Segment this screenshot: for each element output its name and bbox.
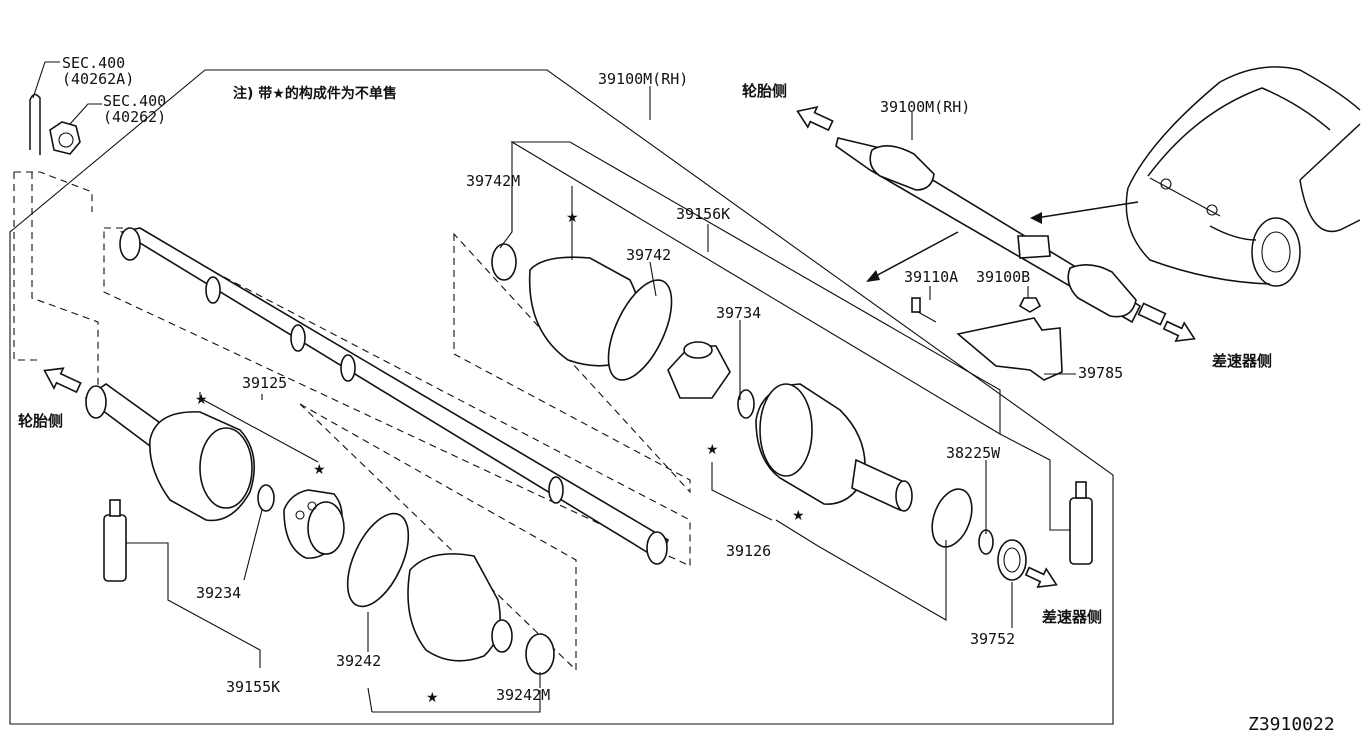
label-39100M-rh-vehicle[interactable]: 39100M(RH) [880, 98, 970, 116]
assembled-boot-outer-icon [869, 145, 935, 191]
star-icon: ★ [706, 443, 719, 458]
diagram-id: Z3910022 [1248, 714, 1335, 735]
vehicle-sketch [866, 66, 1361, 287]
shaft-spline-left-icon [119, 227, 141, 261]
assembled-boot-inner-icon [1067, 264, 1137, 318]
arrow-diff-side-bottom-icon [1024, 566, 1058, 589]
dust-shield-icon [997, 539, 1027, 581]
boot-left-icon [407, 553, 501, 662]
leader-lines [243, 86, 1013, 713]
circlip-icon [257, 484, 275, 512]
grease-right-group [999, 433, 1093, 565]
label-39100B[interactable]: 39100B [976, 268, 1030, 286]
star-icon: ★ [313, 463, 326, 478]
grease-tube-right-icon [1069, 497, 1093, 565]
sec400-group: SEC.400 (40262A) SEC.400 (40262) [13, 54, 166, 385]
label-39125[interactable]: 39125 [242, 374, 287, 392]
label-39742[interactable]: 39742 [626, 246, 671, 264]
label-39126[interactable]: 39126 [726, 542, 771, 560]
assembly-note: 注) 带★的构成件为不单售 [233, 85, 397, 102]
vehicle-shaft-group [835, 137, 1167, 326]
bolt-icon [911, 297, 921, 313]
boot-band-39742M-icon [491, 243, 517, 281]
label-tire-side-top[interactable]: 轮胎侧 [742, 82, 787, 100]
cotter-pin-icon [29, 93, 41, 155]
grease-tube-left-icon [103, 514, 127, 582]
label-diff-side-right[interactable]: 差速器侧 [1212, 352, 1272, 370]
label-39742M[interactable]: 39742M [466, 172, 520, 190]
hub-nut-icon [49, 121, 81, 155]
arrow-diff-side-right-icon [1162, 320, 1196, 343]
long-shaft-group [103, 227, 691, 567]
boot-band-large-icon [346, 512, 410, 608]
shaft-spline-right-icon [646, 531, 668, 565]
group-39125: 39125 ★ [199, 374, 577, 672]
star-icon: ★ [426, 691, 439, 706]
bracket-group [911, 286, 1076, 381]
outer-joint-group: ★ [84, 383, 275, 522]
pointer-arrow-icon [1035, 201, 1139, 219]
inner-joint-region: ★ ★ ★ [453, 141, 1027, 581]
bracket-icon [956, 317, 1063, 381]
assembly-outline [9, 69, 1114, 725]
nut-icon [1018, 297, 1042, 313]
label-39234[interactable]: 39234 [196, 584, 241, 602]
label-39785[interactable]: 39785 [1078, 364, 1123, 382]
star-icon: ★ [792, 509, 805, 524]
label-sec400-a-ref[interactable]: (40262A) [62, 70, 134, 88]
label-diff-side-bottom[interactable]: 差速器侧 [1042, 608, 1102, 626]
label-38225W[interactable]: 38225W [946, 444, 1001, 462]
boot-band-39742-icon [607, 279, 673, 381]
label-39156K[interactable]: 39156K [676, 205, 730, 223]
label-39110A[interactable]: 39110A [904, 268, 958, 286]
arrow-tire-side-top-icon [796, 106, 834, 132]
star-icon: ★ [195, 393, 208, 408]
tire-side-left-group: 轮胎侧 [18, 367, 82, 430]
boot-band-small-icon [525, 633, 555, 675]
label-tire-side-left[interactable]: 轮胎侧 [18, 412, 63, 430]
label-sec400-b[interactable]: SEC.400 [103, 92, 166, 110]
label-39242[interactable]: 39242 [336, 652, 381, 670]
label-sec400-b-ref[interactable]: (40262) [103, 108, 166, 126]
label-39100M-rh[interactable]: 39100M(RH) [598, 70, 688, 88]
label-39734[interactable]: 39734 [716, 304, 761, 322]
arrow-left-icon [43, 367, 82, 394]
boot-left-group: ★ [346, 512, 555, 706]
snap-ring-icon [737, 389, 755, 419]
oil-seal-icon [931, 488, 973, 548]
label-39155K[interactable]: 39155K [226, 678, 280, 696]
label-39242M[interactable]: 39242M [496, 686, 550, 704]
label-39752[interactable]: 39752 [970, 630, 1015, 648]
grease-left-group [103, 499, 261, 668]
label-sec400-a[interactable]: SEC.400 [62, 54, 125, 72]
